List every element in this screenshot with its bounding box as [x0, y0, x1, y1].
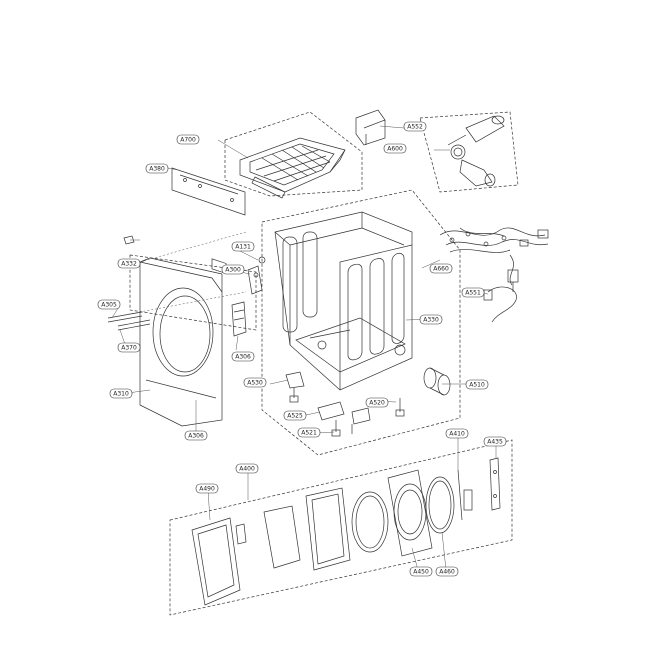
door-latch-part-a410 — [457, 469, 473, 521]
duct-part-a600 — [447, 115, 505, 187]
top-cover-part — [239, 137, 346, 199]
label-a600: A600 — [383, 143, 407, 154]
svg-text:A490: A490 — [199, 486, 215, 493]
svg-text:A530: A530 — [247, 380, 263, 387]
control-bracket-part — [171, 167, 246, 274]
label-a306-bottom: A306 — [184, 430, 208, 441]
power-cord-part — [483, 269, 519, 323]
door-group-outline — [169, 439, 513, 616]
svg-text:A450: A450 — [413, 569, 429, 576]
svg-text:A306: A306 — [235, 354, 251, 361]
label-a306-top: A306 — [231, 351, 255, 362]
label-a410: A410 — [445, 428, 469, 439]
svg-text:A400: A400 — [239, 466, 255, 473]
label-a380: A380 — [145, 163, 169, 174]
door-frame-part-a490 — [191, 517, 241, 606]
label-a525: A525 — [283, 410, 307, 421]
svg-text:A332: A332 — [121, 261, 137, 268]
front-panel-group-outline — [129, 254, 257, 331]
label-a552: A552 — [403, 121, 427, 132]
svg-text:A300: A300 — [225, 267, 241, 274]
label-a131: A131 — [231, 241, 255, 252]
door-glass-part — [263, 505, 301, 569]
switch-part-a300 — [247, 265, 263, 295]
svg-text:A306: A306 — [188, 433, 204, 440]
top-group-outline — [224, 111, 363, 197]
label-a490: A490 — [195, 483, 219, 494]
wiring-harness-part — [439, 227, 549, 286]
svg-text:A700: A700 — [180, 137, 196, 144]
screw-part-a131 — [258, 256, 266, 264]
label-a300: A300 — [221, 264, 245, 275]
svg-text:A551: A551 — [465, 290, 481, 297]
front-panel-part — [139, 257, 223, 427]
label-a700: A700 — [176, 134, 200, 145]
svg-text:A660: A660 — [433, 266, 449, 273]
door-gasket-part — [351, 491, 389, 553]
label-a551: A551 — [461, 287, 485, 298]
door-outer-part-a450 — [387, 469, 433, 557]
svg-text:A520: A520 — [369, 400, 385, 407]
label-a450: A450 — [409, 566, 433, 577]
svg-text:A460: A460 — [439, 569, 455, 576]
cabinet-group-outline — [261, 189, 461, 456]
svg-text:A370: A370 — [121, 345, 137, 352]
door-hinge-part-a435 — [489, 457, 501, 511]
svg-text:A410: A410 — [449, 431, 465, 438]
label-a310: A310 — [109, 388, 133, 399]
door-ring-part — [305, 487, 351, 571]
foot-part-a520 — [351, 398, 405, 425]
bracket-part-a306 — [231, 301, 247, 337]
leader-lines — [107, 125, 497, 571]
svg-text:A510: A510 — [469, 382, 485, 389]
vent-part-a552 — [355, 109, 386, 146]
foot-part-a530 — [285, 371, 305, 403]
label-a330: A330 — [419, 314, 443, 325]
label-a400: A400 — [235, 463, 259, 474]
svg-text:A435: A435 — [487, 439, 503, 446]
label-callouts: A700 A552 A600 A380 A332 A131 A300 A660 — [97, 121, 507, 577]
duct-part-a510 — [423, 367, 451, 396]
label-a332: A332 — [117, 258, 141, 269]
svg-text:A131: A131 — [235, 244, 251, 251]
foot-part-a525 — [317, 401, 345, 421]
duct-group-outline — [419, 111, 519, 193]
svg-text:A380: A380 — [149, 166, 165, 173]
svg-text:A521: A521 — [301, 430, 317, 437]
clip-part-a332 — [123, 235, 135, 245]
door-seal-part-a460 — [425, 476, 455, 534]
label-a521: A521 — [297, 427, 321, 438]
label-a435: A435 — [483, 436, 507, 447]
label-a520: A520 — [365, 397, 389, 408]
svg-text:A310: A310 — [113, 391, 129, 398]
label-a370: A370 — [117, 342, 141, 353]
label-a510: A510 — [465, 379, 489, 390]
svg-text:A305: A305 — [101, 302, 117, 309]
label-a660: A660 — [429, 263, 453, 274]
svg-text:A552: A552 — [407, 124, 423, 131]
door-handle-part — [235, 523, 247, 545]
foot-part-a521 — [331, 420, 353, 437]
label-a305: A305 — [97, 299, 121, 310]
label-a530: A530 — [243, 377, 267, 388]
cabinet-part — [274, 211, 413, 391]
svg-text:A525: A525 — [287, 413, 303, 420]
svg-text:A330: A330 — [423, 317, 439, 324]
label-a460: A460 — [435, 566, 459, 577]
svg-text:A600: A600 — [387, 146, 403, 153]
rail-part-a370 — [117, 319, 151, 331]
